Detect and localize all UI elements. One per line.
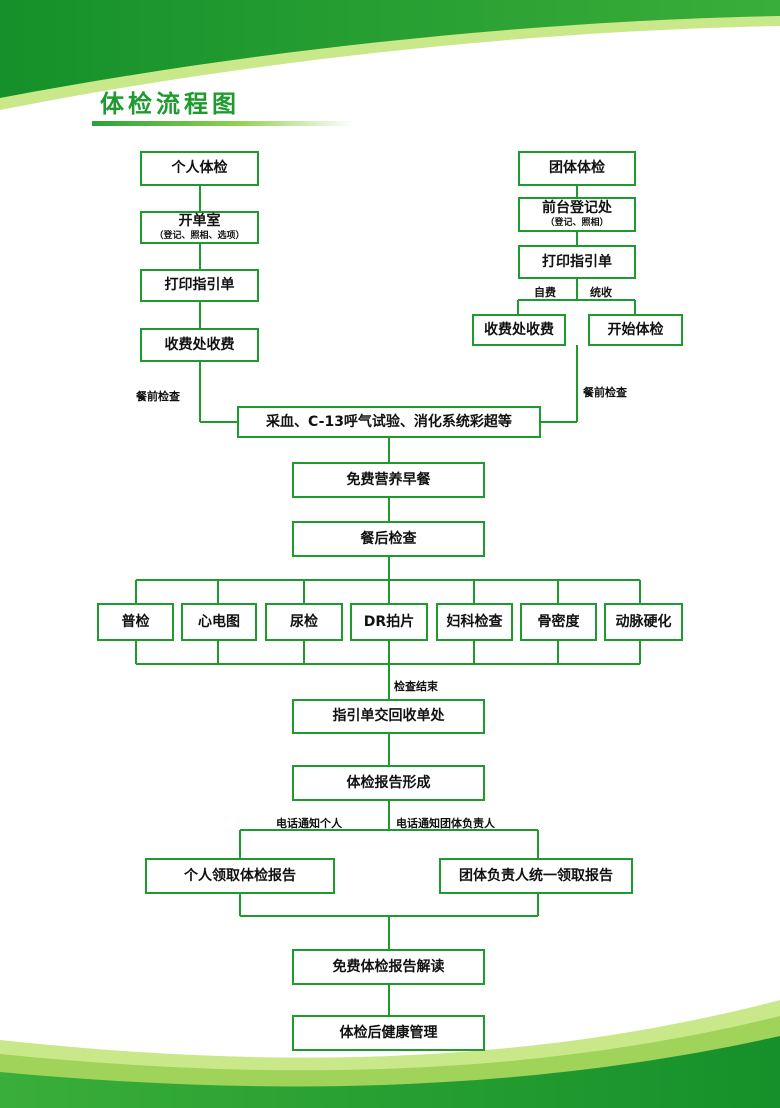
return-sheet-label: 指引单交回收单处	[332, 708, 445, 725]
unified-pay-label: 统收	[590, 286, 612, 299]
individual-exam-box: 个人体检	[140, 151, 259, 186]
exam-box-general: 普检	[97, 603, 174, 641]
fasting-tests-box: 采血、C-13呼气试验、消化系统彩超等	[237, 406, 541, 438]
individual-print-guide-label: 打印指引单	[164, 277, 235, 294]
report-formed-box: 体检报告形成	[292, 765, 485, 801]
self-pay-label: 自费	[534, 286, 556, 299]
breakfast-label: 免费营养早餐	[346, 471, 431, 488]
health-management-label: 体检后健康管理	[339, 1024, 438, 1041]
start-exam-box: 开始体检	[588, 314, 683, 346]
order-room-label: 开单室	[178, 213, 221, 230]
group-payment-label: 收费处收费	[484, 321, 554, 338]
front-desk-label: 前台登记处	[542, 200, 612, 217]
after-meal-label: 餐后检查	[360, 530, 417, 547]
individual-report-label: 个人领取体检报告	[184, 867, 296, 884]
fasting-tests-label: 采血、C-13呼气试验、消化系统彩超等	[266, 413, 512, 430]
exam-box-arteriosclerosis: 动脉硬化	[604, 603, 683, 641]
notify-group-label: 电话通知团体负责人	[396, 817, 495, 830]
group-exam-box: 团体体检	[518, 151, 636, 186]
individual-report-box: 个人领取体检报告	[145, 858, 335, 894]
exam-label-general: 普检	[121, 613, 150, 630]
exam-box-gynecology: 妇科检查	[436, 603, 513, 641]
group-payment-box: 收费处收费	[472, 314, 566, 346]
exam-box-urine: 尿检	[265, 603, 343, 641]
exam-label-ecg: 心电图	[198, 613, 240, 630]
exam-end-label: 检查结束	[394, 680, 438, 693]
return-sheet-box: 指引单交回收单处	[292, 699, 485, 734]
exam-label-gynecology: 妇科检查	[446, 613, 503, 630]
exam-label-dr: DR拍片	[363, 613, 415, 630]
individual-print-guide-box: 打印指引单	[140, 269, 259, 302]
group-exam-label: 团体体检	[549, 160, 605, 177]
notify-individual-label: 电话通知个人	[276, 817, 342, 830]
report-interpret-box: 免费体检报告解读	[292, 949, 485, 985]
start-exam-label: 开始体检	[607, 321, 664, 338]
exam-label-urine: 尿检	[290, 613, 318, 630]
title-underline	[92, 121, 354, 126]
exam-label-bone-density: 骨密度	[537, 613, 580, 630]
group-print-guide-box: 打印指引单	[518, 245, 636, 279]
order-room-note: （登记、照相、选项）	[154, 231, 245, 242]
group-report-label: 团体负责人统一领取报告	[459, 867, 613, 884]
individual-fasting-edge-label: 餐前检查	[136, 390, 180, 403]
report-interpret-label: 免费体检报告解读	[332, 958, 445, 975]
page-title: 体检流程图	[100, 90, 240, 118]
exam-box-bone-density: 骨密度	[520, 603, 597, 641]
front-desk-note: （登记、照相）	[545, 218, 609, 229]
order-room-box: 开单室 （登记、照相、选项）	[140, 211, 259, 244]
group-fasting-edge-label: 餐前检查	[583, 386, 627, 399]
front-desk-box: 前台登记处 （登记、照相）	[518, 197, 636, 232]
exam-box-dr: DR拍片	[350, 603, 428, 641]
group-print-guide-label: 打印指引单	[542, 253, 612, 270]
individual-payment-box: 收费处收费	[140, 328, 259, 362]
exam-box-ecg: 心电图	[181, 603, 257, 641]
report-formed-label: 体检报告形成	[346, 774, 431, 791]
health-management-box: 体检后健康管理	[292, 1015, 485, 1051]
individual-exam-label: 个人体检	[171, 160, 228, 177]
individual-payment-label: 收费处收费	[164, 336, 235, 353]
group-report-box: 团体负责人统一领取报告	[439, 858, 633, 894]
breakfast-box: 免费营养早餐	[292, 462, 485, 498]
exam-label-arteriosclerosis: 动脉硬化	[615, 613, 672, 630]
after-meal-box: 餐后检查	[292, 521, 485, 557]
